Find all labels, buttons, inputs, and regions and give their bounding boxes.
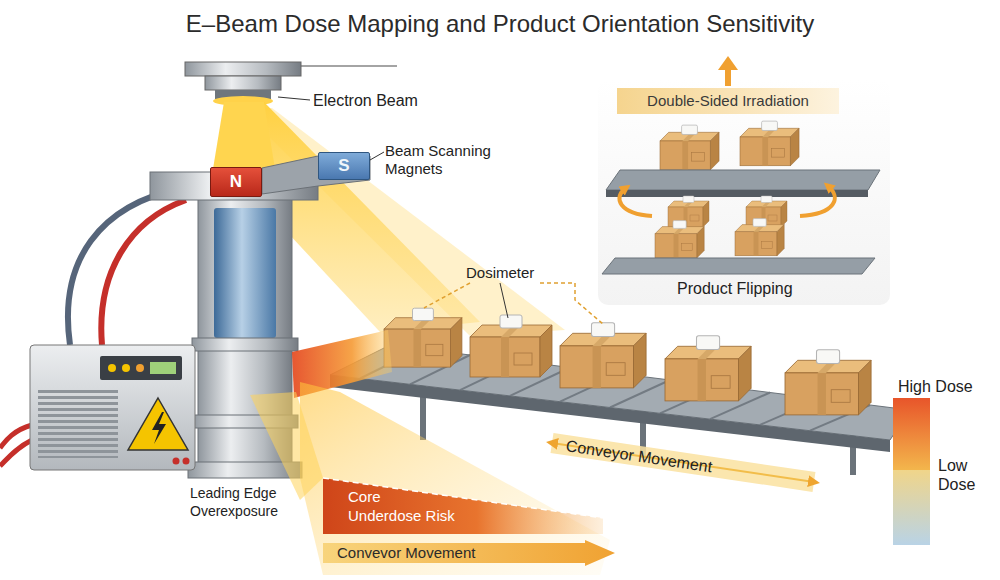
lower-belt — [602, 258, 875, 274]
dosimeter-leaders — [424, 283, 603, 324]
top-rail — [300, 65, 397, 66]
risk-band-shape — [323, 478, 603, 534]
node-text: S — [319, 153, 369, 179]
up-arrow — [725, 68, 731, 86]
indicator-light — [108, 364, 116, 372]
upper-belt — [606, 170, 880, 190]
warning-bolt — [152, 412, 166, 444]
product-box — [665, 336, 751, 401]
up-arrowhead — [718, 56, 738, 70]
power-supply — [30, 345, 195, 470]
legend-label: Low Dose — [938, 456, 983, 494]
legend-swatch — [893, 470, 930, 545]
part-label: Electron Beam — [313, 91, 418, 111]
flipping-inset — [598, 56, 890, 305]
product-box — [384, 308, 462, 367]
upper-rail — [606, 190, 868, 197]
supply-display — [100, 356, 182, 380]
banner-box: Double-Sided Irradiation — [617, 88, 839, 114]
product-boxes — [384, 308, 871, 415]
leader-line — [424, 283, 470, 308]
gun-flange — [185, 62, 301, 76]
risk-band: Core Underdose Risk — [323, 478, 603, 534]
product-box — [470, 315, 552, 377]
product-box — [740, 121, 799, 166]
button — [173, 458, 180, 465]
node-text: Convevor Movement — [323, 540, 615, 566]
supply-case — [30, 345, 195, 470]
leader-line — [540, 283, 603, 324]
node-text: N — [211, 168, 261, 196]
part-label: Dosimeter — [466, 263, 534, 282]
part-label: Product Flipping — [677, 279, 793, 299]
indicator-panel — [150, 362, 176, 374]
arrow-band: Convevor Movement — [323, 540, 615, 566]
magnet-pole: S — [318, 152, 370, 180]
button — [183, 458, 190, 465]
leader-line — [370, 152, 384, 160]
flip-arrow — [800, 186, 835, 216]
indicator-light — [136, 364, 144, 372]
magnet-pole: N — [210, 167, 262, 197]
node-text: Core Underdose Risk — [348, 487, 456, 525]
product-box — [655, 221, 704, 258]
warning-triangle — [128, 398, 188, 450]
scatter-fan — [250, 392, 323, 500]
indicator-light — [122, 364, 130, 372]
cable — [0, 440, 32, 466]
column-window — [214, 208, 276, 338]
diagram-title: E–Beam Dose Mapping and Product Orientat… — [0, 9, 1000, 39]
legend-swatch — [893, 398, 930, 470]
callout-label: Leading Edge Overexposure — [190, 484, 295, 520]
leader-line — [278, 97, 310, 100]
product-box — [660, 125, 719, 170]
beam-ray — [212, 102, 276, 175]
power-cables — [0, 188, 186, 466]
node-text: Double-Sided Irradiation — [617, 88, 839, 114]
flip-arrow — [619, 188, 652, 216]
gun-body — [205, 76, 281, 90]
product-box — [785, 350, 871, 415]
leader-line — [500, 283, 508, 318]
column-ring — [192, 338, 298, 351]
legend-label: High Dose — [898, 377, 973, 397]
supply-vents — [38, 388, 118, 458]
inset-panel — [598, 80, 890, 305]
cable — [101, 200, 186, 345]
movement-label: Conveyor Movement — [565, 436, 714, 477]
part-label: Beam Scanning Magnets — [385, 142, 497, 178]
product-box — [560, 323, 646, 388]
product-box — [735, 219, 784, 256]
